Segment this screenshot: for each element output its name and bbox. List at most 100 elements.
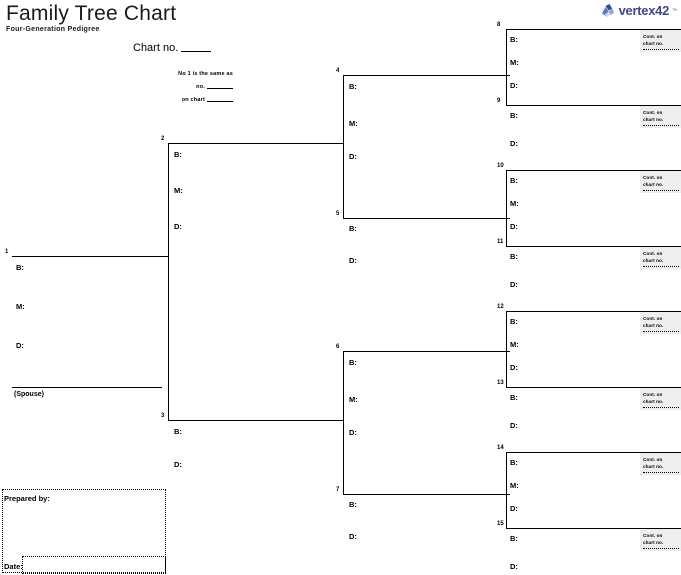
person-8-marriage-label[interactable]: M: (510, 58, 519, 67)
person-12-top-rule (506, 311, 681, 312)
person-5-birth-label[interactable]: B: (349, 224, 357, 233)
person-2-death-label[interactable]: D: (174, 222, 182, 231)
same-as-no-label: no. (196, 84, 205, 90)
person-1-top-rule (12, 256, 168, 257)
person-10-birth-label[interactable]: B: (510, 176, 518, 185)
person-4-marriage-label[interactable]: M: (349, 119, 358, 128)
person-14-marriage-label[interactable]: M: (510, 481, 519, 490)
person-9-cont-line-1: Cont. on (643, 110, 663, 115)
person-8-birth-label[interactable]: B: (510, 35, 518, 44)
prepared-by-label: Prepared by: (4, 494, 50, 503)
person-11-top-rule (506, 246, 681, 247)
vertex42-logo[interactable]: vertex42 ™ (601, 3, 677, 18)
person-4-birth-label[interactable]: B: (349, 82, 357, 91)
person-9-death-label[interactable]: D: (510, 139, 518, 148)
person-12-cont-line-1: Cont. on (643, 316, 663, 321)
vertex42-logo-text: vertex42 (618, 3, 670, 18)
person-6-marriage-label[interactable]: M: (349, 395, 358, 404)
person-12-marriage-label[interactable]: M: (510, 340, 519, 349)
person-9-top-rule (506, 105, 681, 106)
person-10-cont-input[interactable] (643, 190, 679, 191)
person-1-number: 1 (5, 249, 9, 255)
person-10-top-rule (506, 170, 681, 171)
person-1-death-label[interactable]: D: (16, 341, 24, 350)
person-7-death-label[interactable]: D: (349, 532, 357, 541)
person-15-cont-line-2: chart no. (643, 540, 664, 545)
person-12-cont-input[interactable] (643, 331, 679, 332)
gen4-pair-14-15-connector-line (506, 452, 507, 528)
person-6-number: 6 (336, 344, 340, 350)
person-11-cont-line-1: Cont. on (643, 251, 663, 256)
person-6-birth-label[interactable]: B: (349, 358, 357, 367)
person-9-birth-label[interactable]: B: (510, 111, 518, 120)
person-3-number: 3 (161, 413, 165, 419)
person-8-cont-input[interactable] (643, 49, 679, 50)
page-title: Family Tree Chart (6, 2, 177, 25)
person-10-continuation-tab[interactable]: Cont. on chart no. (640, 170, 681, 193)
person-11-death-label[interactable]: D: (510, 280, 518, 289)
person-3-death-label[interactable]: D: (174, 460, 182, 469)
vertex42-trademark: ™ (672, 7, 677, 14)
person-1-marriage-label[interactable]: M: (16, 302, 25, 311)
date-box[interactable] (22, 556, 166, 574)
person-12-cont-line-2: chart no. (643, 323, 664, 328)
person-9-cont-input[interactable] (643, 125, 679, 126)
person-3-birth-label[interactable]: B: (174, 427, 182, 436)
gen4-pair-12-13-connector-line (506, 311, 507, 387)
person-7-birth-label[interactable]: B: (349, 500, 357, 509)
gen3-upper-connector-line (343, 75, 344, 218)
prepared-by-box[interactable] (2, 489, 166, 573)
person-1-birth-label[interactable]: B: (16, 263, 24, 272)
person-15-number: 15 (497, 521, 504, 527)
person-13-number: 13 (497, 380, 504, 386)
person-14-continuation-tab[interactable]: Cont. on chart no. (640, 452, 681, 475)
person-6-death-label[interactable]: D: (349, 428, 357, 437)
person-12-death-label[interactable]: D: (510, 363, 518, 372)
person-14-birth-label[interactable]: B: (510, 458, 518, 467)
same-as-chart-input[interactable] (207, 101, 233, 102)
person-3-top-rule (168, 420, 343, 421)
person-2-marriage-label[interactable]: M: (174, 186, 183, 195)
gen4-pair-10-11-connector-line (506, 170, 507, 246)
person-11-birth-label[interactable]: B: (510, 252, 518, 261)
person-10-marriage-label[interactable]: M: (510, 199, 519, 208)
person-15-continuation-tab[interactable]: Cont. on chart no. (640, 528, 681, 551)
person-13-cont-input[interactable] (643, 407, 679, 408)
person-15-cont-line-1: Cont. on (643, 533, 663, 538)
person-12-birth-label[interactable]: B: (510, 317, 518, 326)
person-15-birth-label[interactable]: B: (510, 534, 518, 543)
same-as-line-1: No 1 is the same as (178, 71, 233, 77)
person-8-number: 8 (497, 22, 501, 28)
person-14-cont-input[interactable] (643, 472, 679, 473)
person-11-cont-input[interactable] (643, 266, 679, 267)
same-as-no-input[interactable] (207, 88, 233, 89)
person-13-death-label[interactable]: D: (510, 421, 518, 430)
person-9-continuation-tab[interactable]: Cont. on chart no. (640, 105, 681, 128)
person-8-death-label[interactable]: D: (510, 81, 518, 90)
person-2-birth-label[interactable]: B: (174, 150, 182, 159)
person-4-death-label[interactable]: D: (349, 152, 357, 161)
same-as-line-2: no. (143, 81, 233, 94)
person-14-death-label[interactable]: D: (510, 504, 518, 513)
person-8-cont-line-2: chart no. (643, 41, 664, 46)
person-12-continuation-tab[interactable]: Cont. on chart no. (640, 311, 681, 334)
gen2-connector-line (168, 143, 169, 421)
person-13-birth-label[interactable]: B: (510, 393, 518, 402)
person-14-cont-line-1: Cont. on (643, 457, 663, 462)
person-5-death-label[interactable]: D: (349, 256, 357, 265)
person-13-continuation-tab[interactable]: Cont. on chart no. (640, 387, 681, 410)
person-10-death-label[interactable]: D: (510, 222, 518, 231)
person-13-top-rule (506, 387, 681, 388)
person-9-cont-line-2: chart no. (643, 117, 664, 122)
person-13-cont-line-1: Cont. on (643, 392, 663, 397)
person-1-spouse-label[interactable]: (Spouse) (14, 391, 44, 398)
person-8-continuation-tab[interactable]: Cont. on chart no. (640, 29, 681, 52)
person-15-cont-input[interactable] (643, 548, 679, 549)
person-8-top-rule (506, 29, 681, 30)
same-as-chart-label: on chart (181, 97, 205, 103)
person-11-continuation-tab[interactable]: Cont. on chart no. (640, 246, 681, 269)
page-subtitle: Four-Generation Pedigree (6, 26, 100, 33)
person-15-death-label[interactable]: D: (510, 562, 518, 571)
chart-number-input[interactable] (181, 51, 212, 52)
